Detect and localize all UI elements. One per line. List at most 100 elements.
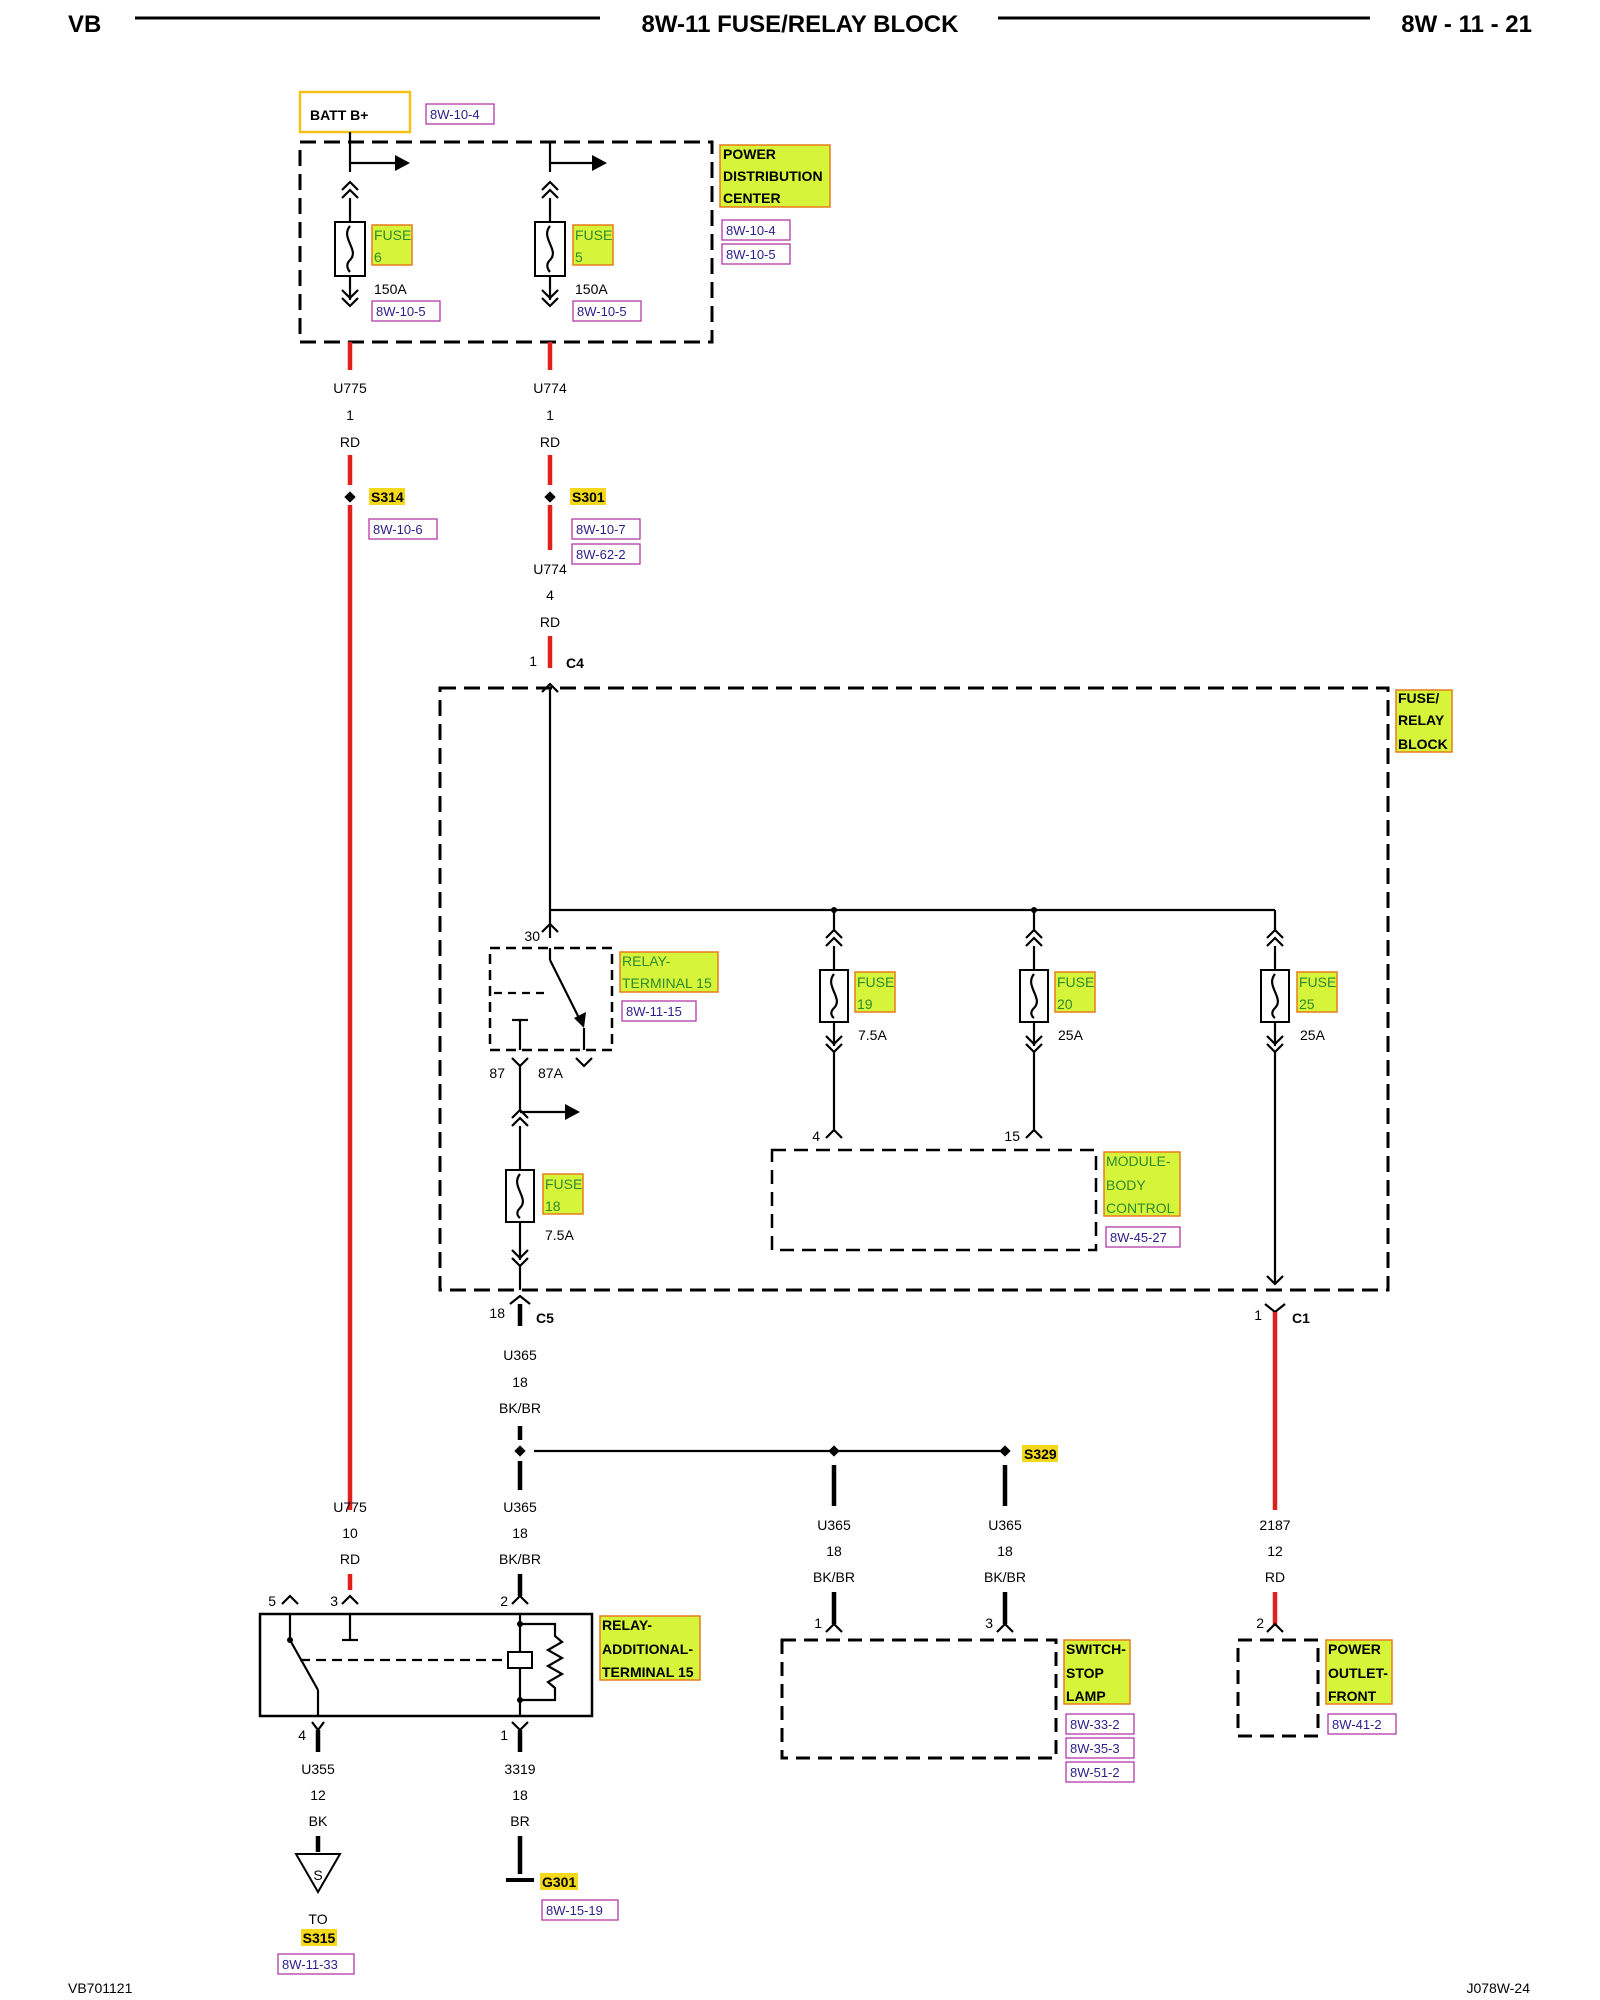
relay-add-pin-2: 2	[500, 1593, 508, 1609]
power-outlet-name-line3: FRONT	[1328, 1688, 1377, 1704]
splice-s314-dot	[344, 491, 356, 503]
splice-s301-ref-2[interactable]: 8W-62-2	[576, 547, 626, 562]
u775-top-circuit: U775	[333, 380, 367, 396]
to-splice-s315: S TO S315 8W-11-33	[277, 1853, 355, 1975]
ground-ref[interactable]: 8W-15-19	[546, 1903, 603, 1918]
wire-u774-top-label: U774 1 RD	[533, 380, 567, 450]
u774-mid-color: RD	[540, 614, 560, 630]
power-outlet-ref[interactable]: 8W-41-2	[1332, 1717, 1382, 1732]
wire-u355-label: U355 12 BK	[301, 1761, 335, 1829]
relay-t15-name-line1: RELAY-	[622, 953, 671, 969]
relay-add-pin-1: 1	[500, 1727, 508, 1743]
relay-t15-pin-87a: 87A	[538, 1065, 564, 1081]
relay-add-pin-4: 4	[298, 1727, 306, 1743]
splice-s329-id: S329	[1024, 1446, 1057, 1462]
splice-s314-ref[interactable]: 8W-10-6	[373, 522, 423, 537]
frb-name-line1: FUSE/	[1398, 690, 1439, 706]
u365-a-gauge: 18	[512, 1374, 528, 1390]
c1-id: C1	[1292, 1310, 1310, 1326]
s315-id: S315	[303, 1930, 336, 1946]
power-outlet-name-line1: POWER	[1328, 1641, 1381, 1657]
fuse-20-number: 20	[1057, 996, 1073, 1012]
stop-switch-ref-1[interactable]: 8W-33-2	[1070, 1717, 1120, 1732]
wire-3319-label: 3319 18 BR	[504, 1761, 535, 1829]
splice-s301-id: S301	[572, 489, 605, 505]
battery-ref[interactable]: 8W-10-4	[430, 107, 480, 122]
bcm-name-line1: MODULE-	[1106, 1153, 1171, 1169]
stop-switch-ref-3[interactable]: 8W-51-2	[1070, 1765, 1120, 1780]
relay-t15-pin-30: 30	[524, 928, 540, 944]
bcm-name-line2: BODY	[1106, 1177, 1146, 1193]
s315-ref[interactable]: 8W-11-33	[282, 1957, 338, 1972]
fuse-relay-block: FUSE/ RELAY BLOCK 30 87 87A	[438, 686, 1453, 1292]
w3319-gauge: 18	[512, 1787, 528, 1803]
u365-b-gauge: 18	[512, 1525, 528, 1541]
power-outlet-front: 2 POWER OUTLET- FRONT 8W-41-2	[1236, 1615, 1397, 1738]
u365-b-color: BK/BR	[499, 1551, 541, 1567]
stop-switch-name-line3: LAMP	[1066, 1688, 1106, 1704]
wire-u775-bot-label: U775 10 RD	[333, 1499, 367, 1567]
u774-top-circuit: U774	[533, 380, 567, 396]
stop-switch-ref-2[interactable]: 8W-35-3	[1070, 1741, 1120, 1756]
fuse-5-ref[interactable]: 8W-10-5	[577, 304, 627, 319]
u365-c-gauge: 18	[826, 1543, 842, 1559]
u365-d-color: BK/BR	[984, 1569, 1026, 1585]
u365-a-color: BK/BR	[499, 1400, 541, 1416]
fuse-25-number: 25	[1299, 996, 1315, 1012]
fuse-19-label: FUSE	[857, 974, 894, 990]
frb-name-line2: RELAY	[1398, 712, 1445, 728]
u775-top-gauge: 1	[346, 407, 354, 423]
ground-g301: G301 8W-15-19	[506, 1873, 619, 1921]
w2187-gauge: 12	[1267, 1543, 1283, 1559]
w3319-circuit: 3319	[504, 1761, 535, 1777]
u775-top-color: RD	[340, 434, 360, 450]
stop-switch-name-line2: STOP	[1066, 1665, 1104, 1681]
pdc-ref-2[interactable]: 8W-10-5	[726, 247, 776, 262]
frb-name-line3: BLOCK	[1398, 736, 1448, 752]
power-outlet-name-line2: OUTLET-	[1328, 1665, 1388, 1681]
fuse-6-ref[interactable]: 8W-10-5	[376, 304, 426, 319]
pdc-ref-1[interactable]: 8W-10-4	[726, 223, 776, 238]
fuse-20: FUSE 20 25A	[1019, 928, 1096, 1130]
bcm-name-line3: CONTROL	[1106, 1200, 1175, 1216]
relay-additional-terminal-15: 5 3 2 4 1 RELAY- ADDITIONAL- TERMINAL 15	[258, 1593, 701, 1743]
relay-add-pin-3: 3	[330, 1593, 338, 1609]
battery-label: BATT B+	[310, 107, 368, 123]
relay-t15-ref[interactable]: 8W-11-15	[626, 1004, 682, 1019]
u365-a-circuit: U365	[503, 1347, 537, 1363]
connector-c1: 1 C1	[1254, 1303, 1310, 1326]
stop-switch-pin-b: 3	[985, 1615, 993, 1631]
u774-top-gauge: 1	[546, 407, 554, 423]
fuse-20-label: FUSE	[1057, 974, 1094, 990]
wire-u365-a-label: U365 18 BK/BR	[499, 1347, 541, 1416]
pdc-name-line2: DISTRIBUTION	[723, 168, 823, 184]
wire-2187-label: 2187 12 RD	[1259, 1517, 1290, 1585]
fuse-5-rating: 150A	[575, 281, 608, 297]
u355-color: BK	[309, 1813, 328, 1829]
pdc-name-line3: CENTER	[723, 190, 781, 206]
u365-c-color: BK/BR	[813, 1569, 855, 1585]
u365-d-gauge: 18	[997, 1543, 1013, 1559]
fuse-25-label: FUSE	[1299, 974, 1336, 990]
footer-right: J078W-24	[1466, 1980, 1530, 1996]
wire-u774-mid-label: U774 4 RD	[533, 561, 567, 630]
bcm-pin-b: 15	[1004, 1128, 1020, 1144]
page-header: VB 8W-11 FUSE/RELAY BLOCK 8W - 11 - 21	[68, 11, 1532, 38]
splice-s301-ref-1[interactable]: 8W-10-7	[576, 522, 626, 537]
pdc-outline	[298, 140, 714, 344]
module-body-control: 4 15 MODULE- BODY CONTROL 8W-45-27	[770, 1128, 1181, 1252]
u355-gauge: 12	[310, 1787, 326, 1803]
u365-d-circuit: U365	[988, 1517, 1022, 1533]
u774-mid-circuit: U774	[533, 561, 567, 577]
bcm-ref[interactable]: 8W-45-27	[1110, 1230, 1167, 1245]
connector-c4: 1 C4	[529, 653, 584, 693]
fuse-25-rating: 25A	[1300, 1027, 1326, 1043]
stop-switch-pin-a: 1	[814, 1615, 822, 1631]
fuse-5-number: 5	[575, 249, 583, 265]
ground-id: G301	[542, 1874, 576, 1890]
c4-pin: 1	[529, 653, 537, 669]
relay-t15-name-line2: TERMINAL 15	[622, 975, 712, 991]
s315-to: TO	[308, 1911, 327, 1927]
fuse-6: FUSE 6 150A 8W-10-5	[334, 180, 441, 322]
power-distribution-center: POWER DISTRIBUTION CENTER 8W-10-4 8W-10-…	[298, 132, 831, 344]
